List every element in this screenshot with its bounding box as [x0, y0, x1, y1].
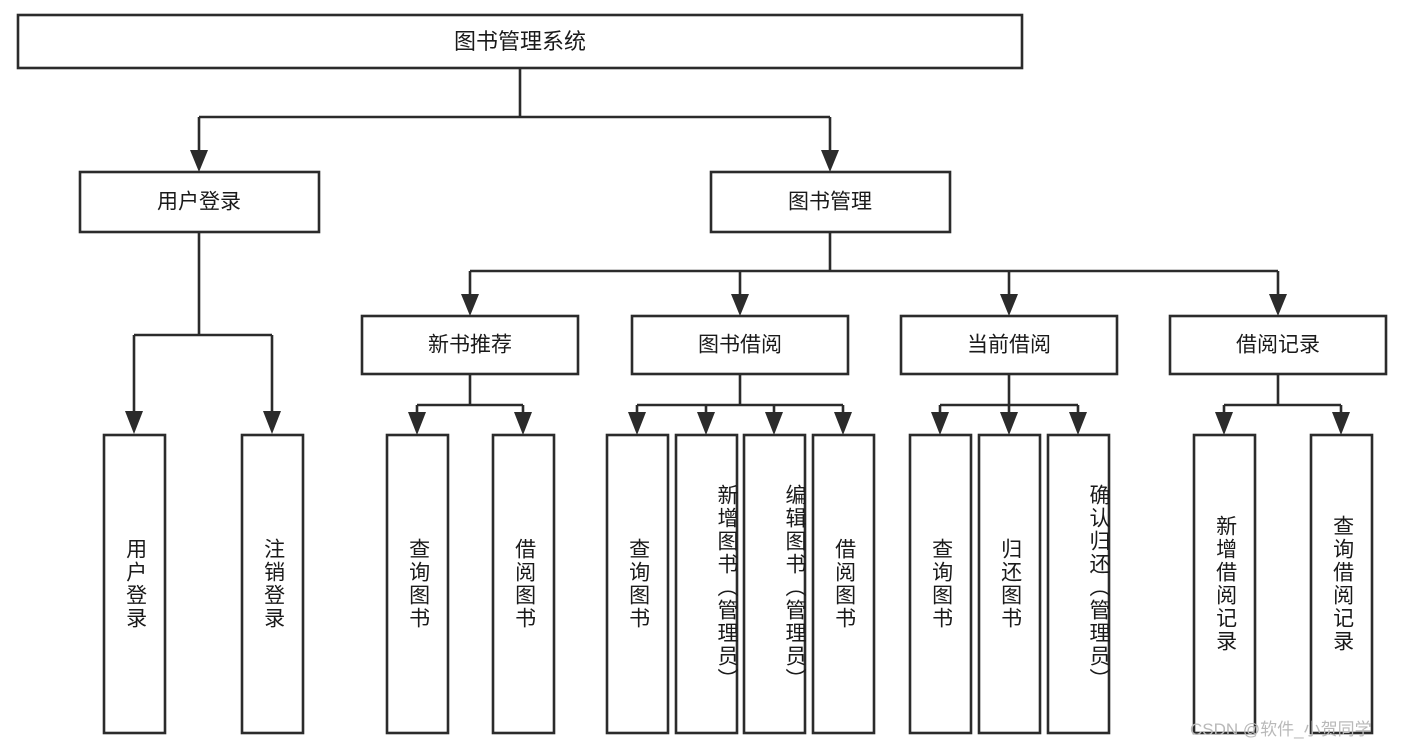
- node-book-management[interactable]: 图书管理: [709, 170, 952, 234]
- node-borrow-record-label: 借阅记录: [1236, 334, 1320, 357]
- arrow-head-icon: [821, 150, 839, 172]
- arrow-head-icon: [1269, 294, 1287, 316]
- leaf-box-return-book[interactable]: [977, 433, 1042, 735]
- node-new-book-recommend[interactable]: 新书推荐: [360, 314, 580, 376]
- arrow-head-icon: [931, 412, 949, 435]
- node-user-login-box[interactable]: [78, 170, 321, 234]
- leaf-box-confirm-return-admin[interactable]: [1046, 433, 1111, 735]
- node-user-login[interactable]: 用户登录: [78, 170, 321, 234]
- arrow-head-icon: [408, 412, 426, 435]
- connector-book-borrow-to-leaves: [628, 374, 852, 435]
- node-book-borrow[interactable]: 图书借阅: [630, 314, 850, 376]
- connector-new-book-recommend-to-leaves: [408, 374, 532, 435]
- arrow-head-icon: [1332, 412, 1350, 435]
- leaf-box-query-borrow-record[interactable]: [1309, 433, 1374, 735]
- arrow-head-icon: [697, 412, 715, 435]
- arrow-head-icon: [1000, 294, 1018, 316]
- connector-borrow-record-to-leaves: [1215, 374, 1350, 435]
- leaf-box-add-borrow-record[interactable]: [1192, 433, 1257, 735]
- node-root-box[interactable]: [16, 13, 1024, 70]
- node-new-book-recommend-box[interactable]: [360, 314, 580, 376]
- connector-book-management-to-level3: [461, 232, 1287, 316]
- node-root-label: 图书管理系统: [454, 29, 586, 54]
- arrow-head-icon: [1069, 412, 1087, 435]
- node-user-login-label: 用户登录: [157, 191, 241, 214]
- connector-user-login-to-leaves: [125, 232, 281, 434]
- watermark-text: CSDN @软件_小贺同学: [1190, 720, 1372, 739]
- node-book-management-label: 图书管理: [788, 191, 872, 214]
- leaf-box-add-book-admin[interactable]: [674, 433, 739, 735]
- leaf-box-query-book-3[interactable]: [908, 433, 973, 735]
- leaf-box-borrow-book-2[interactable]: [811, 433, 876, 735]
- arrow-head-icon: [765, 412, 783, 435]
- node-new-book-recommend-label: 新书推荐: [428, 334, 512, 357]
- arrow-head-icon: [628, 412, 646, 435]
- node-root[interactable]: 图书管理系统: [16, 13, 1024, 70]
- arrow-head-icon: [125, 411, 143, 434]
- connector-current-borrow-to-leaves: [931, 374, 1087, 435]
- leaf-box-user-login[interactable]: [102, 433, 167, 735]
- leaf-box-query-book-2[interactable]: [605, 433, 670, 735]
- leaf-box-borrow-book-1[interactable]: [491, 433, 556, 735]
- node-book-borrow-label: 图书借阅: [698, 334, 782, 357]
- arrow-head-icon: [1000, 412, 1018, 435]
- arrow-head-icon: [190, 150, 208, 172]
- arrow-head-icon: [514, 412, 532, 435]
- connector-root-to-level2: [190, 68, 839, 172]
- leaf-box-logout[interactable]: [240, 433, 305, 735]
- leaf-box-query-book-1[interactable]: [385, 433, 450, 735]
- arrow-head-icon: [834, 412, 852, 435]
- arrow-head-icon: [461, 294, 479, 316]
- node-current-borrow[interactable]: 当前借阅: [899, 314, 1119, 376]
- arrow-head-icon: [1215, 412, 1233, 435]
- arrow-head-icon: [263, 411, 281, 434]
- node-current-borrow-label: 当前借阅: [967, 334, 1051, 357]
- node-borrow-record[interactable]: 借阅记录: [1168, 314, 1388, 376]
- leaf-box-edit-book-admin[interactable]: [742, 433, 807, 735]
- node-current-borrow-box[interactable]: [899, 314, 1119, 376]
- arrow-head-icon: [731, 294, 749, 316]
